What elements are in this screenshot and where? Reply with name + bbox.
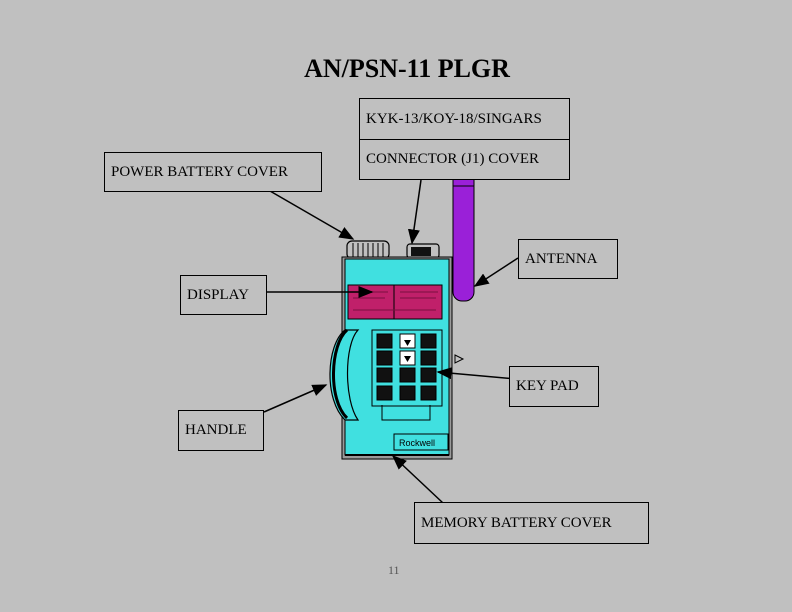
memory-battery-pointer	[391, 454, 444, 504]
page-number: 11	[388, 563, 400, 577]
connector-pointer	[407, 179, 422, 245]
power-battery-pointer	[269, 190, 355, 240]
keypad-pointer	[436, 367, 517, 380]
power-battery-label: POWER BATTERY COVER	[104, 152, 322, 192]
memory-battery-cover-graphic	[393, 433, 449, 451]
handle-label: HANDLE	[178, 410, 264, 451]
page-title: AN/PSN-11 PLGR	[304, 54, 510, 83]
kyk-label: KYK-13/KOY-18/SINGARS	[359, 98, 570, 140]
display-label: DISPLAY	[180, 275, 267, 315]
brand-label: Rockwell	[399, 438, 436, 448]
memory-battery-label: MEMORY BATTERY COVER	[414, 502, 649, 544]
keypad-label: KEY PAD	[509, 366, 599, 407]
handle-pointer	[263, 384, 328, 413]
antenna-pointer	[473, 257, 519, 287]
connector-label: CONNECTOR (J1) COVER	[359, 139, 570, 180]
antenna-label: ANTENNA	[518, 239, 618, 279]
